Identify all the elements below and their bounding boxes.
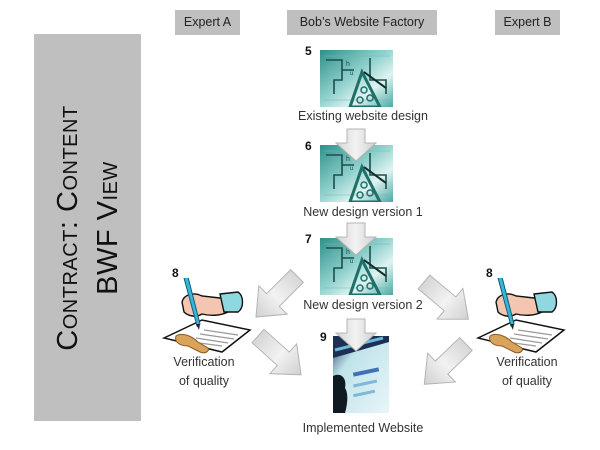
hand-signing-document-image <box>477 278 565 354</box>
verification-label-right: Verification of quality <box>477 353 577 391</box>
header-bobs-website-factory: Bob’s Website Factory <box>287 10 437 35</box>
header-expert-b: Expert B <box>495 10 560 35</box>
flow-arrow-down <box>335 318 377 352</box>
blueprint-image <box>320 50 393 107</box>
step-caption-design-v2: New design version 2 <box>303 298 423 312</box>
verification-label-left: Verification of quality <box>154 353 254 391</box>
step-number-5: 5 <box>305 44 312 58</box>
verification-line2: of quality <box>501 374 553 388</box>
flow-arrow-from-expert-a <box>244 320 315 391</box>
header-expert-a: Expert A <box>175 10 240 35</box>
flow-arrow-down <box>335 128 377 162</box>
view-title: Contract: Content BWF View <box>48 34 128 421</box>
flow-arrow-from-expert-b <box>409 329 481 400</box>
view-title-line1: Contract: Content <box>51 104 84 351</box>
step-caption-existing-design: Existing website design <box>298 109 428 123</box>
hand-signing-document-image <box>163 278 251 354</box>
verification-line2: of quality <box>178 374 230 388</box>
step-number-8-right: 8 <box>486 266 493 280</box>
step-caption-design-v1: New design version 1 <box>303 205 423 219</box>
verification-line1: Verification <box>173 355 235 369</box>
flow-arrow-down <box>335 222 377 256</box>
step-number-7: 7 <box>305 232 312 246</box>
view-title-line2: BWF View <box>91 160 124 295</box>
step-number-6: 6 <box>305 139 312 153</box>
step-number-9: 9 <box>320 330 327 344</box>
step-caption-implemented-website: Implemented Website <box>302 421 424 435</box>
step-number-8-left: 8 <box>172 266 179 280</box>
verification-line1: Verification <box>496 355 558 369</box>
view-title-panel: Contract: Content BWF View <box>34 34 141 421</box>
